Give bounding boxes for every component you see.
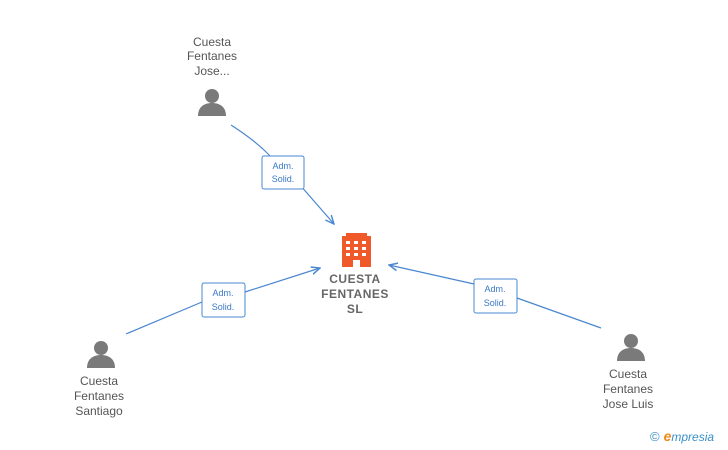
- person-icon: [198, 89, 226, 116]
- edge-label-top-line2: Solid.: [272, 174, 295, 184]
- edge-label-right-line2: Solid.: [484, 298, 507, 308]
- company-name-line1: CUESTA: [329, 272, 380, 286]
- edge-line-right: [516, 297, 602, 329]
- empresia-watermark[interactable]: ©empresia: [650, 428, 714, 444]
- company-name-line2: FENTANES: [321, 287, 389, 301]
- person-node-right[interactable]: Cuesta Fentanes Jose Luis: [603, 334, 654, 411]
- person-left-name-line2: Fentanes: [74, 389, 124, 403]
- person-left-name-line1: Cuesta: [80, 374, 118, 388]
- person-node-top[interactable]: Cuesta Fentanes Jose...: [187, 35, 237, 116]
- edge-right: Adm. Solid.: [389, 265, 602, 329]
- person-top-name-line3: Jose...: [194, 64, 229, 78]
- person-left-name-line3: Santiago: [75, 404, 123, 418]
- person-icon: [617, 334, 645, 361]
- brand-e: e: [663, 428, 672, 444]
- person-top-name-line1: Cuesta: [193, 35, 231, 49]
- person-icon: [87, 341, 115, 368]
- person-top-name-line2: Fentanes: [187, 49, 237, 63]
- edge-arrow-right: [389, 265, 475, 285]
- edge-label-box-top: [261, 155, 305, 190]
- person-right-name-line2: Fentanes: [603, 382, 653, 396]
- person-right-name-line1: Cuesta: [609, 367, 647, 381]
- edge-label-left-line2: Solid.: [212, 302, 235, 312]
- edge-arrow-left: [244, 268, 320, 293]
- edge-label-left-line1: Adm.: [212, 288, 233, 298]
- brand-rest: mpresia: [671, 430, 715, 444]
- edge-arrow-top: [299, 184, 334, 224]
- edge-label-box-right: [473, 278, 518, 314]
- person-right-name-line3: Jose Luis: [603, 397, 654, 411]
- edge-line-left: [125, 301, 203, 335]
- person-node-left[interactable]: Cuesta Fentanes Santiago: [74, 341, 124, 418]
- edge-label-top-line1: Adm.: [272, 161, 293, 171]
- company-name-line3: SL: [347, 302, 363, 316]
- edge-label-box-left: [201, 282, 246, 318]
- edge-top: Adm. Solid.: [230, 124, 334, 224]
- edge-left: Adm. Solid.: [125, 268, 320, 335]
- building-icon: [342, 233, 371, 267]
- copyright-icon: ©: [650, 429, 660, 444]
- edge-label-right-line1: Adm.: [484, 284, 505, 294]
- company-node[interactable]: CUESTA FENTANES SL: [321, 233, 389, 316]
